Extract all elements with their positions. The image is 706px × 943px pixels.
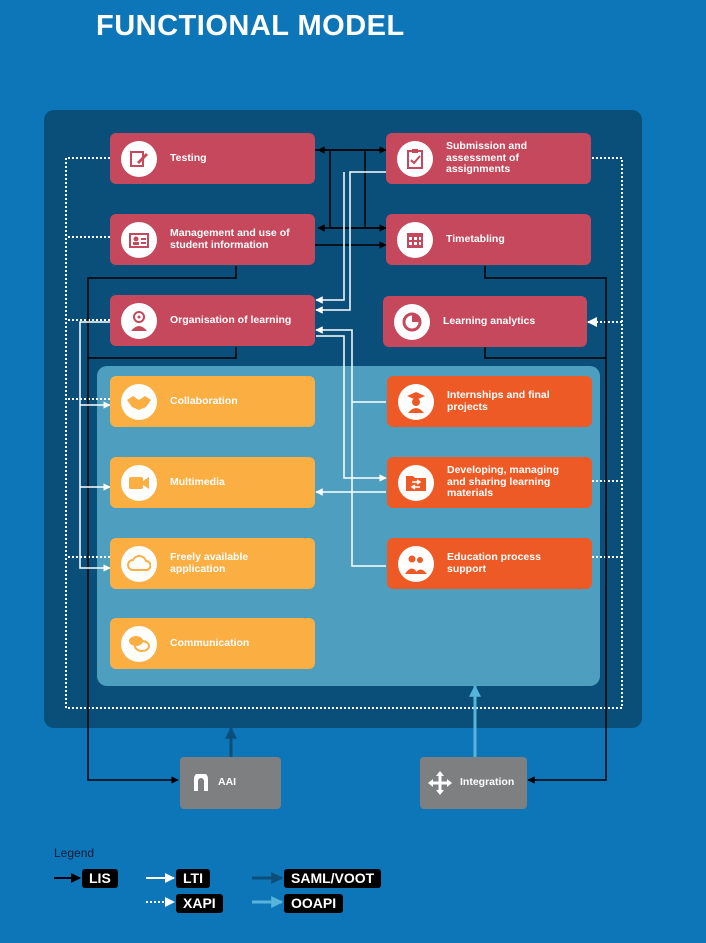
testing-box[interactable]: Testing (110, 133, 315, 184)
pie-chart-icon (394, 303, 430, 340)
integration-box[interactable]: Integration (420, 757, 527, 809)
people-icon (398, 545, 434, 582)
management-box[interactable]: Management and use of student informatio… (110, 214, 315, 265)
submission-label: Submission and assessment of assignments (446, 140, 528, 176)
submission-box[interactable]: Submission and assessment of assignments (386, 133, 591, 184)
legend-title: Legend (54, 846, 95, 860)
analytics-label: Learning analytics (443, 314, 536, 327)
aai-label: AAI (218, 776, 237, 789)
speech-bubbles-icon (121, 625, 157, 662)
internships-label: Internships and final projects (447, 389, 550, 413)
freely-label: Freely available application (170, 551, 249, 575)
checklist-icon (397, 140, 433, 177)
education-box[interactable]: Education process support (387, 538, 592, 589)
developing-box[interactable]: Developing, managing and sharing learnin… (387, 457, 592, 508)
pencil-icon (121, 140, 157, 177)
folder-exchange-icon (398, 464, 434, 501)
cloud-icon (121, 545, 157, 582)
calendar-icon (397, 221, 433, 258)
legend-xapi-tag: XAPI (176, 894, 223, 913)
timetabling-label: Timetabling (446, 232, 505, 245)
analytics-box[interactable]: Learning analytics (383, 296, 587, 347)
testing-label: Testing (170, 151, 207, 164)
collaboration-label: Collaboration (170, 394, 238, 407)
timetabling-box[interactable]: Timetabling (386, 214, 591, 265)
developing-label: Developing, managing and sharing learnin… (447, 464, 560, 500)
graduate-icon (398, 383, 434, 420)
target-person-icon (121, 302, 157, 339)
internships-box[interactable]: Internships and final projects (387, 376, 592, 427)
communication-box[interactable]: Communication (110, 618, 315, 669)
handshake-icon (121, 383, 157, 420)
multimedia-box[interactable]: Multimedia (110, 457, 315, 508)
freely-box[interactable]: Freely available application (110, 538, 315, 589)
camera-icon (121, 464, 157, 501)
legend-lis-tag: LIS (82, 869, 118, 888)
collaboration-box[interactable]: Collaboration (110, 376, 315, 427)
management-label: Management and use of student informatio… (170, 227, 290, 251)
aai-box[interactable]: AAI (180, 757, 281, 809)
organisation-box[interactable]: Organisation of learning (110, 295, 315, 346)
id-card-icon (121, 221, 157, 258)
four-arrows-icon (426, 769, 454, 797)
legend-ooapi-tag: OOAPI (284, 894, 344, 913)
legend-saml-tag: SAML/VOOT (284, 869, 382, 888)
education-label: Education process support (447, 551, 541, 575)
integration-label: Integration (460, 776, 515, 789)
arch-icon (192, 774, 210, 792)
legend-lti-tag: LTI (176, 869, 210, 888)
communication-label: Communication (170, 636, 250, 649)
organisation-label: Organisation of learning (170, 313, 292, 326)
page-title: FUNCTIONAL MODEL (96, 10, 405, 42)
multimedia-label: Multimedia (170, 475, 225, 488)
